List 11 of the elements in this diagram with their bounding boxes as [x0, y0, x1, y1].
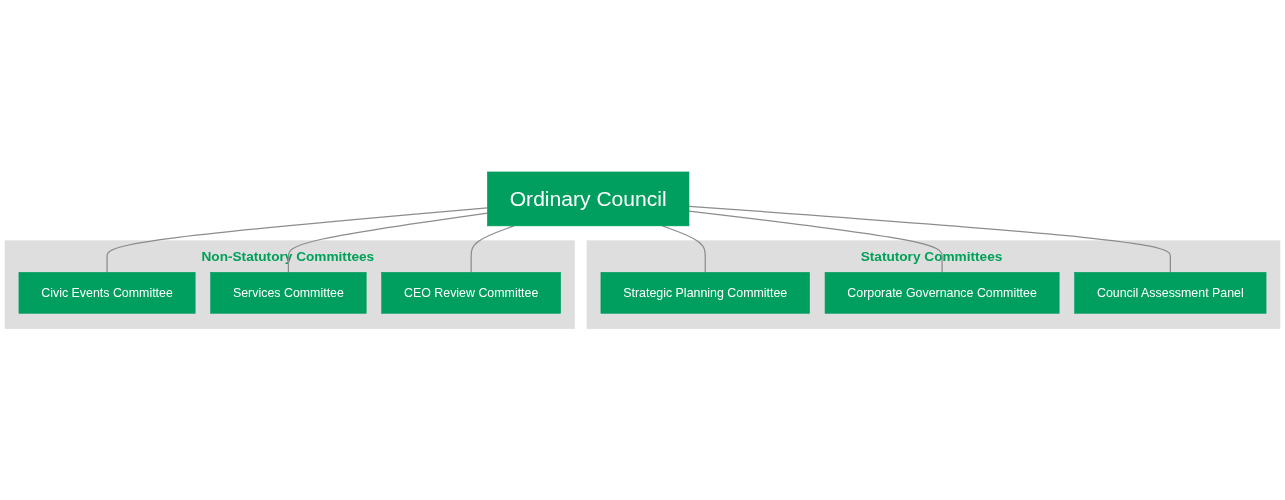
connector [106, 206, 489, 273]
node-box: Strategic Planning Committee [600, 271, 810, 314]
connector [688, 210, 943, 273]
node-box: Council Assessment Panel [1074, 271, 1267, 314]
connector [287, 212, 489, 273]
node-box: CEO Review Committee [381, 271, 561, 314]
node-box: Ordinary Council [487, 171, 690, 226]
node-box: Corporate Governance Committee [824, 271, 1060, 314]
node-box: Civic Events Committee [18, 271, 196, 314]
connector [688, 205, 1171, 273]
node-box: Services Committee [210, 271, 367, 314]
